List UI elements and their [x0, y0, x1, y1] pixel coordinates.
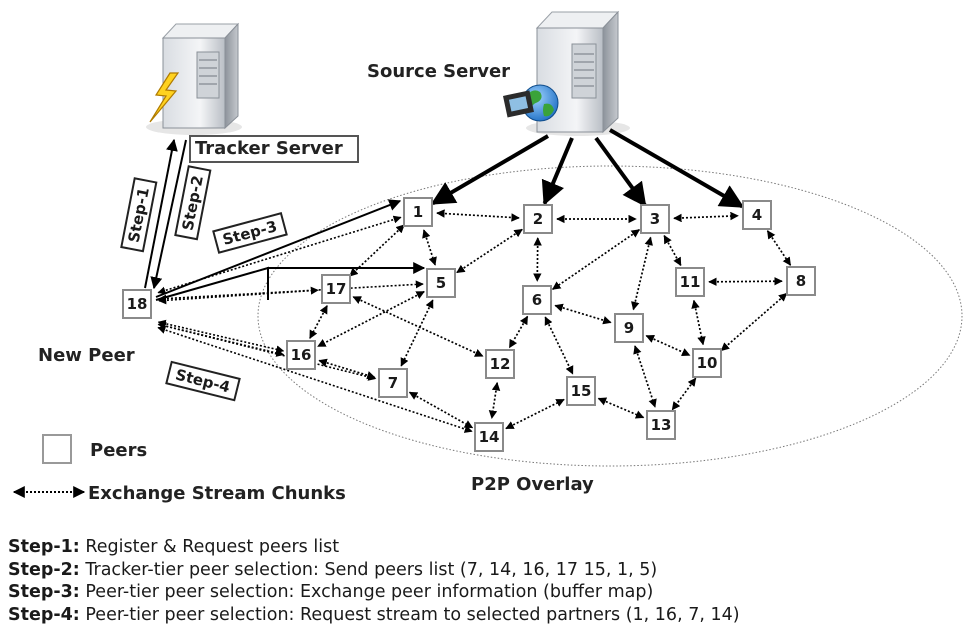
peer-node-10: 10 — [692, 348, 722, 378]
edge-15-13 — [597, 397, 645, 419]
edge-1-5 — [422, 229, 437, 266]
peer-node-14: 14 — [474, 422, 504, 452]
edge-18-14 — [157, 326, 473, 433]
step-descriptions: Step-1: Register & Request peers list St… — [8, 536, 740, 626]
source-arrow-3 — [594, 136, 647, 208]
edge-3-6 — [551, 229, 641, 290]
edge-3-11 — [663, 234, 682, 267]
edge-1-2 — [436, 209, 520, 222]
source-arrow-1 — [430, 134, 550, 206]
legend-peers-label: Peers — [90, 440, 148, 461]
peer-node-13: 13 — [646, 410, 676, 440]
lightning-icon — [149, 72, 180, 123]
legend-exchange-arrow-icon — [12, 486, 86, 498]
peer-node-8: 8 — [786, 266, 816, 296]
edge-6-12 — [508, 315, 529, 349]
source-server-label: Source Server — [367, 61, 511, 82]
step-1-arrow — [144, 138, 178, 289]
step-3-arrow-5 — [155, 262, 426, 301]
step-2-arrow — [150, 139, 187, 290]
edge-12-14 — [488, 381, 501, 420]
edge-11-8 — [708, 276, 783, 287]
tracker-server-icon — [146, 22, 242, 135]
peer-node-3: 3 — [640, 204, 670, 234]
p2p-overlay-ellipse — [257, 165, 963, 467]
step-3-description: Step-3: Peer-tier peer selection: Exchan… — [8, 582, 654, 602]
step-1-description: Step-1: Register & Request peers list — [8, 537, 340, 557]
edge-3-4 — [673, 211, 739, 223]
edge-5-7 — [400, 299, 434, 367]
edge-17-16 — [309, 305, 328, 339]
p2p-overlay-label: P2P Overlay — [471, 474, 594, 495]
peer-node-17: 17 — [321, 274, 351, 304]
edge-16-7 — [318, 358, 376, 380]
edge-4-8 — [766, 230, 792, 266]
edge-18-16-b — [157, 322, 285, 357]
peer-node-9: 9 — [614, 313, 644, 343]
edge-6-15 — [544, 316, 574, 375]
edge-8-10 — [720, 292, 788, 352]
peer-node-16: 16 — [286, 340, 316, 370]
film-icon — [502, 90, 534, 118]
edge-9-13 — [633, 345, 657, 408]
peer-node-12: 12 — [485, 349, 515, 379]
edge-2-6 — [533, 237, 542, 282]
peer-node-7: 7 — [378, 368, 408, 398]
peer-node-18: 18 — [122, 289, 152, 319]
step-3-arrow-1 — [155, 199, 402, 298]
edge-3-9 — [631, 236, 653, 311]
edge-7-14 — [408, 391, 474, 429]
peer-node-1: 1 — [403, 197, 433, 227]
peer-node-2: 2 — [523, 204, 553, 234]
edge-11-10 — [691, 299, 706, 346]
source-arrow-4 — [608, 128, 745, 209]
legend-peer-box — [42, 434, 72, 464]
peer-node-4: 4 — [742, 200, 772, 230]
tracker-server-label: Tracker Server — [189, 135, 359, 163]
edge-6-9 — [554, 303, 612, 325]
step-2-description: Step-2: Tracker-tier peer selection: Sen… — [8, 559, 658, 580]
edge-14-15 — [505, 398, 565, 430]
step-4-description: Step-4: Peer-tier peer selection: Reques… — [8, 604, 740, 625]
peer-node-6: 6 — [522, 285, 552, 315]
edge-17-12 — [352, 296, 484, 357]
edge-18-16 — [157, 319, 285, 354]
edge-2-5 — [456, 228, 523, 274]
peer-node-11: 11 — [675, 267, 705, 297]
edge-9-10 — [645, 335, 691, 356]
edge-10-13 — [671, 377, 697, 411]
source-arrow-2 — [541, 137, 574, 206]
peer-node-15: 15 — [566, 376, 596, 406]
new-peer-label: New Peer — [38, 345, 135, 366]
edge-18-17 — [158, 286, 319, 305]
peer-node-5: 5 — [426, 268, 456, 298]
legend-exchange-label: Exchange Stream Chunks — [88, 483, 346, 504]
